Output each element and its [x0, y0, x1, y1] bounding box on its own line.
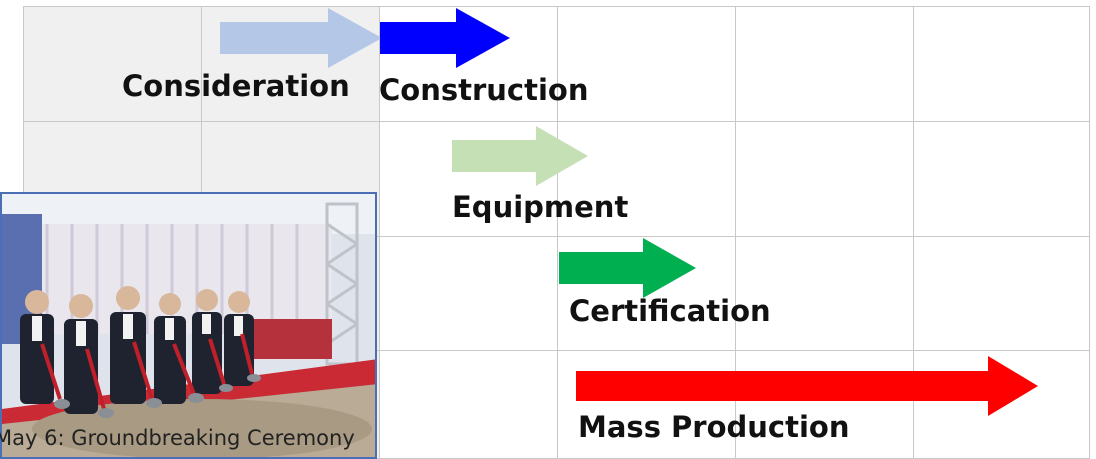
mass-production-label: Mass Production — [578, 410, 850, 444]
consideration-label: Consideration — [122, 69, 350, 103]
construction-arrow — [380, 8, 510, 68]
grid-cell — [913, 121, 1090, 237]
equipment-label: Equipment — [452, 190, 629, 224]
consideration-arrow — [220, 8, 382, 68]
certification-arrow — [559, 238, 696, 298]
grid-cell — [23, 6, 202, 122]
photo-caption: May 6: Groundbreaking Ceremony — [0, 426, 355, 450]
mass-production-arrow — [576, 356, 1038, 416]
certification-label: Certification — [569, 294, 771, 328]
grid-cell — [913, 6, 1090, 122]
construction-label: Construction — [379, 73, 589, 107]
grid-cell — [913, 236, 1090, 351]
grid-cell — [735, 121, 914, 237]
grid-cell — [379, 236, 558, 351]
equipment-arrow — [452, 126, 588, 186]
ceremony-photo-illustration — [2, 194, 375, 457]
grid-cell — [379, 350, 558, 459]
grid-cell — [735, 6, 914, 122]
groundbreaking-ceremony-photo — [0, 192, 377, 459]
